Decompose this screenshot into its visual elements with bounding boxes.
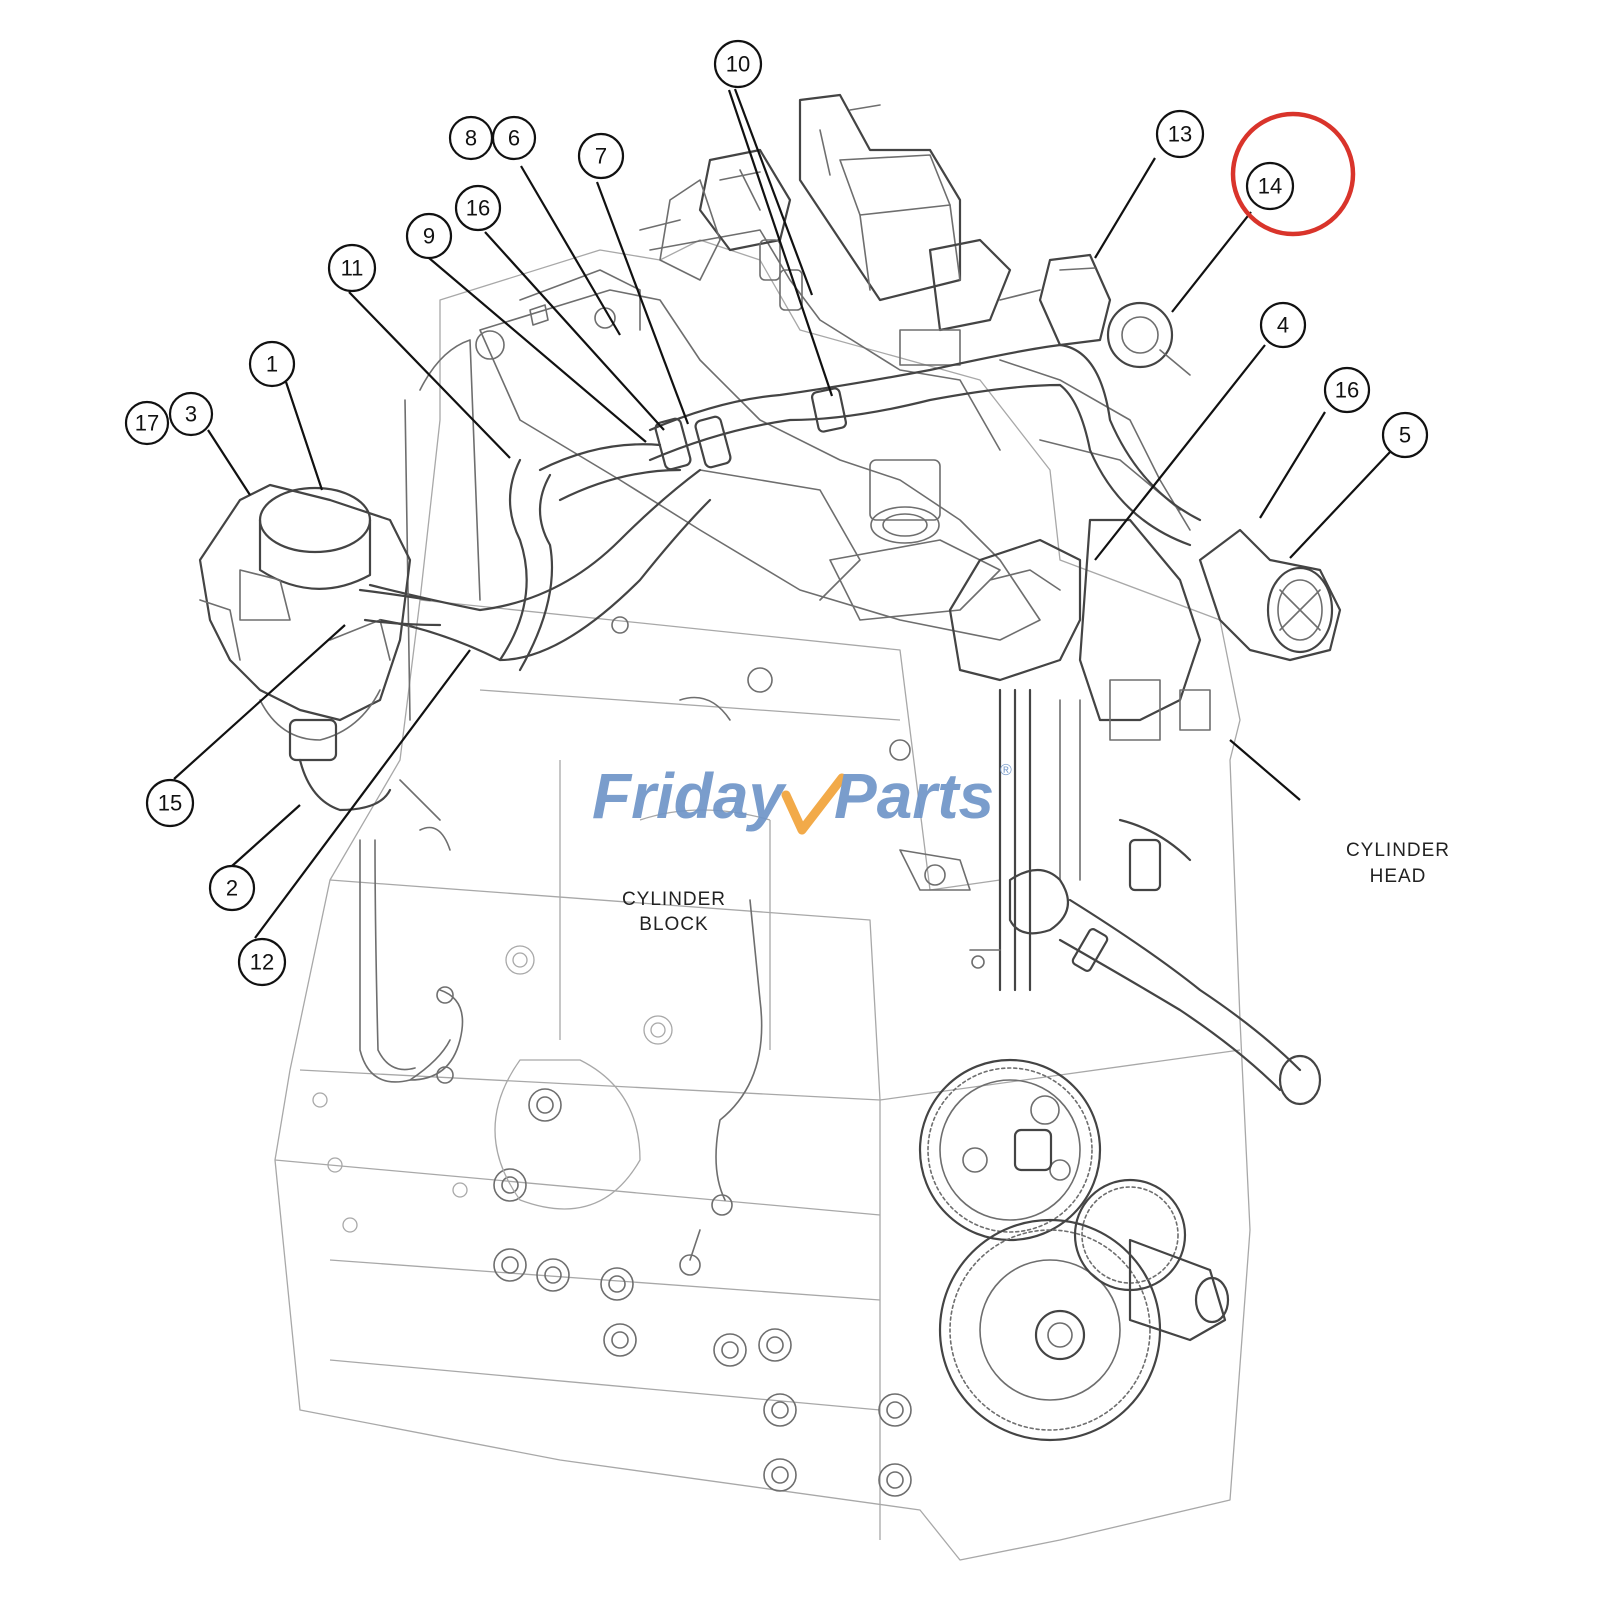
electronic-module-drawing xyxy=(639,93,1191,376)
callout-17: 17 xyxy=(124,400,170,446)
callout-2: 2 xyxy=(208,864,256,912)
callout-4: 4 xyxy=(1259,301,1307,349)
svg-text:3: 3 xyxy=(185,402,197,427)
water-outlet-drawing xyxy=(899,518,1342,1106)
svg-text:5: 5 xyxy=(1399,423,1411,448)
svg-text:12: 12 xyxy=(250,950,274,975)
watermark-friday: Friday xyxy=(592,760,787,832)
svg-text:8: 8 xyxy=(465,126,477,151)
svg-text:CYLINDER: CYLINDER xyxy=(1346,840,1450,861)
watermark-parts: Parts xyxy=(834,760,994,832)
svg-text:1: 1 xyxy=(266,352,278,377)
callout-13: 13 xyxy=(1155,109,1205,159)
highlight-ring xyxy=(1230,111,1356,237)
svg-text:17: 17 xyxy=(135,411,159,436)
engine-line-art xyxy=(198,93,1342,1561)
svg-text:14: 14 xyxy=(1258,174,1282,199)
callout-15: 15 xyxy=(145,778,195,828)
callout-6: 6 xyxy=(491,115,537,161)
leader-lines xyxy=(173,88,1391,939)
svg-text:16: 16 xyxy=(1335,378,1359,403)
callout-3: 3 xyxy=(168,391,214,437)
callout-8: 8 xyxy=(448,115,494,161)
svg-text:6: 6 xyxy=(508,126,520,151)
callout-16-right: 16 xyxy=(1323,366,1371,414)
cylinder-block-drawing xyxy=(274,239,1251,1561)
timing-gears-drawing xyxy=(918,1058,1230,1442)
svg-text:BLOCK: BLOCK xyxy=(639,914,708,935)
callout-14: 14 xyxy=(1245,161,1295,211)
callout-12: 12 xyxy=(237,937,287,987)
callout-9: 9 xyxy=(405,212,453,260)
callouts: 1 2 3 4 5 6 7 8 xyxy=(124,39,1429,987)
svg-text:15: 15 xyxy=(158,791,182,816)
svg-text:HEAD: HEAD xyxy=(1370,866,1427,887)
svg-text:11: 11 xyxy=(341,256,364,281)
svg-text:4: 4 xyxy=(1277,313,1289,338)
callout-10: 10 xyxy=(713,39,763,89)
label-cylinder-block: CYLINDER BLOCK xyxy=(622,889,726,935)
svg-text:CYLINDER: CYLINDER xyxy=(622,889,726,910)
callout-1: 1 xyxy=(248,340,296,388)
callout-5: 5 xyxy=(1381,411,1429,459)
svg-text:9: 9 xyxy=(423,224,435,249)
fridayparts-watermark: Friday Parts ® xyxy=(592,760,1012,835)
misc-fittings-drawing xyxy=(409,304,911,1276)
svg-text:2: 2 xyxy=(226,876,238,901)
watermark-check-icon xyxy=(781,773,847,835)
svg-text:10: 10 xyxy=(726,52,750,77)
callout-11: 11 xyxy=(327,243,377,293)
label-cylinder-head: CYLINDER HEAD xyxy=(1346,840,1450,887)
watermark-registered-mark: ® xyxy=(1000,762,1012,779)
cylinder-head-drawing xyxy=(479,229,1191,641)
callout-16-top: 16 xyxy=(454,184,502,232)
svg-text:13: 13 xyxy=(1168,122,1192,147)
callout-7: 7 xyxy=(577,132,625,180)
svg-text:7: 7 xyxy=(595,144,607,169)
svg-text:16: 16 xyxy=(466,196,490,221)
breather-filter-drawing xyxy=(198,483,442,812)
